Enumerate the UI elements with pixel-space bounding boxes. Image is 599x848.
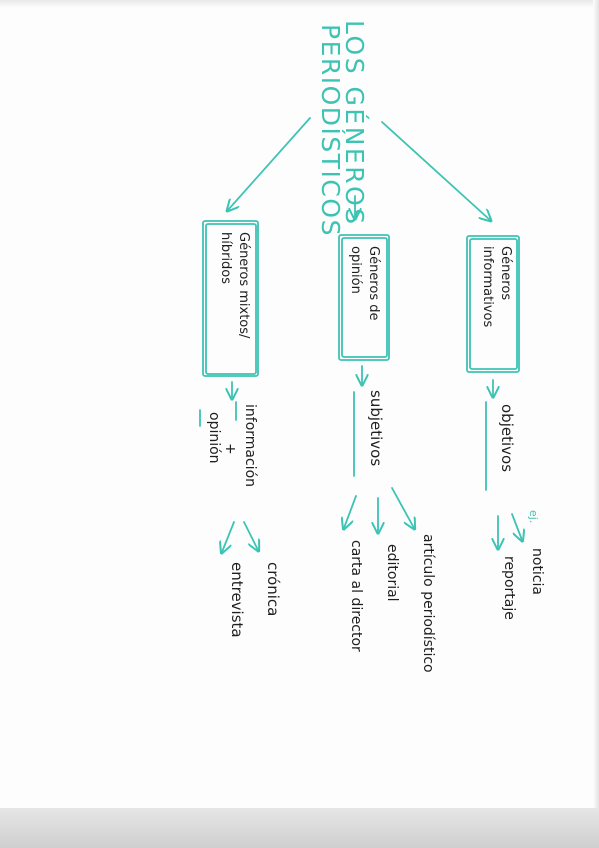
box-opinion-line-1: Géneros de bbox=[366, 246, 381, 320]
trait-mixed-plus: + bbox=[222, 443, 238, 455]
example-editorial: editorial bbox=[384, 544, 400, 602]
box-informative-genres-inner bbox=[469, 238, 518, 370]
arrow-informative-to-noticia bbox=[511, 513, 522, 540]
example-entrevista: entrevista bbox=[228, 562, 246, 638]
examples-marker-ej: ej. bbox=[527, 510, 540, 523]
box-informative-line-2: informativos bbox=[480, 246, 495, 327]
trait-mixed-information: información bbox=[242, 404, 258, 487]
example-articulo-periodistico: artículo periodístico bbox=[420, 534, 436, 673]
box-mixed-line-1: Géneros mixtos/ bbox=[236, 232, 251, 339]
example-carta-al-director: carta al director bbox=[348, 540, 364, 652]
example-cronica: crónica bbox=[264, 562, 282, 616]
arrow-title-to-mixed bbox=[228, 117, 311, 210]
title-line-2: PERIODÍSTICOS bbox=[316, 24, 345, 237]
trait-opinion-subjective: subjetivos bbox=[367, 390, 385, 466]
box-opinion-genres-inner bbox=[341, 237, 388, 358]
arrow-title-to-info bbox=[381, 121, 490, 220]
sheet-bottom-edge bbox=[0, 808, 599, 848]
box-opinion-genres bbox=[338, 234, 390, 361]
arrow-mixed-to-cronica bbox=[243, 521, 258, 550]
box-mixed-genres bbox=[202, 220, 259, 377]
arrow-mixed-to-entrevista bbox=[222, 521, 235, 552]
arrow-opinion-to-articulo bbox=[391, 487, 414, 528]
title-line-1: LOS GÉNEROS bbox=[340, 20, 369, 227]
box-informative-genres bbox=[466, 235, 520, 373]
trait-mixed-opinion: opinión bbox=[206, 412, 222, 464]
box-opinion-line-2: opinión bbox=[348, 246, 363, 294]
box-mixed-genres-inner bbox=[205, 223, 257, 375]
arrow-opinion-to-carta bbox=[344, 495, 357, 528]
box-informative-line-1: Géneros bbox=[498, 246, 513, 300]
trait-informative-objective: objetivos bbox=[498, 404, 516, 472]
example-reportaje: reportaje bbox=[501, 556, 517, 620]
box-mixed-line-2: híbridos bbox=[218, 232, 233, 284]
sheet-top-edge bbox=[0, 0, 599, 8]
sheet-right-edge bbox=[593, 0, 599, 848]
example-noticia: noticia bbox=[529, 548, 545, 595]
